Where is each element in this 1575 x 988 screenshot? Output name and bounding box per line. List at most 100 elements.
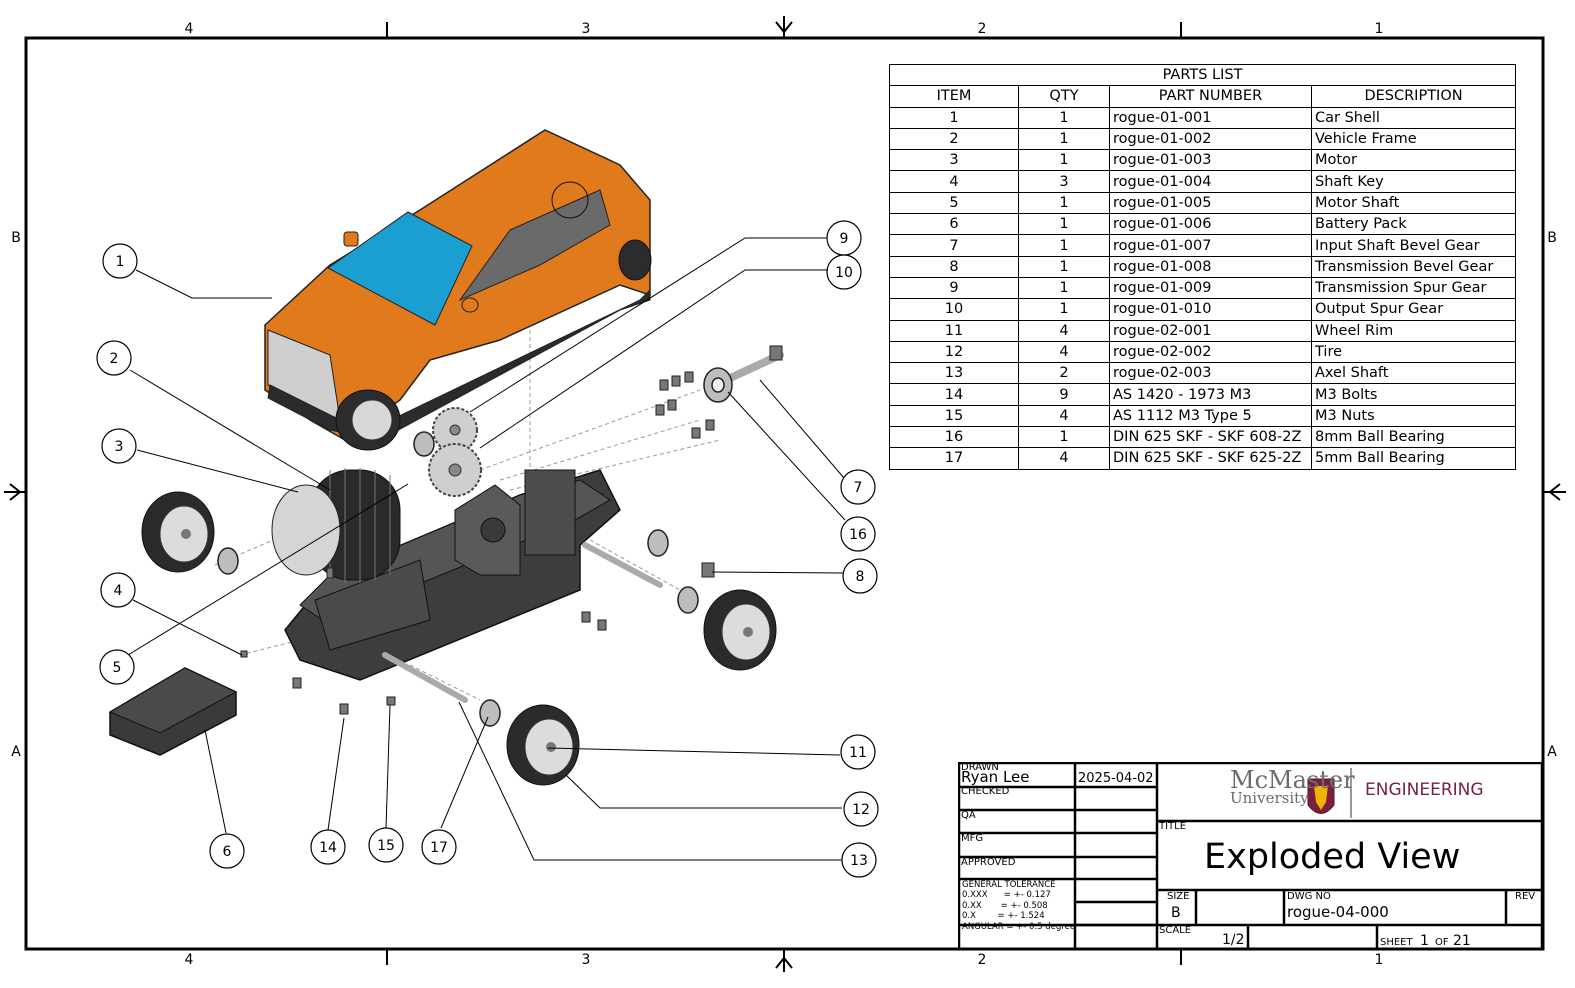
balloon-label: 9: [840, 231, 849, 247]
parts-cell: rogue-01-010: [1109, 298, 1312, 321]
parts-cell: Tire: [1310, 340, 1517, 364]
parts-cell: Output Spur Gear: [1310, 298, 1517, 321]
zone-bottom-4: 4: [185, 952, 194, 968]
size-value: B: [1171, 905, 1181, 921]
parts-cell: rogue-01-009: [1109, 276, 1312, 300]
parts-cell: Axel Shaft: [1310, 362, 1517, 385]
balloon-label: 6: [223, 844, 232, 860]
sheet-number: 1: [1420, 933, 1429, 949]
zone-left-b: B: [11, 230, 21, 246]
balloon-label: 12: [852, 802, 870, 818]
parts-cell: 4: [1018, 404, 1110, 428]
parts-cell: Vehicle Frame: [1310, 127, 1517, 151]
title-label: TITLE: [1159, 821, 1187, 832]
vehicle-frame: [284, 469, 621, 681]
parts-cell: rogue-01-007: [1109, 234, 1312, 257]
balloon-6: 6: [209, 833, 245, 869]
zone-bottom-3: 3: [582, 952, 591, 968]
logo-university: University: [1230, 789, 1309, 807]
parts-list-header-3: DESCRIPTION: [1310, 85, 1517, 108]
parts-cell: Wheel Rim: [1310, 319, 1517, 342]
parts-cell: 4: [1018, 447, 1110, 470]
approved-label: APPROVED: [961, 857, 1016, 868]
parts-cell: 10: [889, 298, 1019, 321]
parts-cell: 5mm Ball Bearing: [1310, 447, 1517, 470]
balloon-5: 5: [99, 649, 135, 685]
dwg-no-value: rogue-04-000: [1287, 903, 1389, 921]
rev-label: REV: [1515, 891, 1536, 902]
scale-label: SCALE: [1159, 925, 1192, 936]
parts-cell: 3: [889, 149, 1019, 172]
parts-cell: 6: [889, 213, 1019, 236]
bearings: [217, 367, 733, 727]
zone-ticks: [4, 16, 1566, 972]
zone-bottom-1: 1: [1375, 952, 1384, 968]
zone-labels: 4 3 2 1 4 3 2 1 B A B A: [11, 21, 1557, 968]
parts-cell: 2: [1018, 362, 1110, 385]
parts-cell: DIN 625 SKF - SKF 625-2Z: [1109, 447, 1312, 470]
balloon-label: 16: [849, 527, 867, 543]
checked-label: CHECKED: [961, 786, 1010, 797]
parts-cell: 7: [889, 234, 1019, 257]
parts-cell: 1: [1018, 276, 1110, 300]
general-tolerance-label: GENERAL TOLERANCE: [962, 880, 1056, 890]
balloon-label: 11: [849, 745, 867, 761]
parts-cell: AS 1112 M3 Type 5: [1109, 404, 1312, 428]
battery-pack: [108, 667, 238, 756]
balloon-label: 14: [319, 840, 337, 856]
fasteners: [240, 345, 783, 715]
tolerance-line-3: 0.X = +- 1.524: [962, 911, 1045, 921]
parts-cell: 12: [889, 340, 1019, 364]
scale-value: 1/2: [1222, 932, 1245, 948]
balloon-9: 9: [826, 220, 862, 256]
parts-cell: 11: [889, 319, 1019, 342]
parts-cell: 17: [889, 447, 1019, 470]
parts-cell: 1: [1018, 149, 1110, 172]
drawn-date: 2025-04-02: [1078, 771, 1154, 786]
parts-cell: 14: [889, 383, 1019, 406]
parts-cell: 1: [1018, 127, 1110, 151]
of-label: OF: [1435, 937, 1449, 948]
balloon-label: 13: [850, 853, 868, 869]
parts-cell: 9: [1018, 383, 1110, 406]
balloon-label: 10: [835, 265, 853, 281]
parts-cell: rogue-01-008: [1109, 255, 1312, 278]
balloon-15: 15: [368, 827, 404, 863]
title-block-grid: [958, 762, 1543, 950]
parts-cell: Shaft Key: [1310, 170, 1517, 193]
balloon-label: 15: [377, 838, 395, 854]
zone-top-4: 4: [185, 21, 194, 37]
parts-cell: DIN 625 SKF - SKF 608-2Z: [1109, 426, 1312, 449]
balloon-11: 11: [840, 734, 876, 770]
zone-left-a: A: [11, 744, 21, 760]
balloon-14: 14: [310, 829, 346, 865]
parts-list-header-1: QTY: [1018, 85, 1110, 108]
balloon-1: 1: [102, 243, 138, 279]
balloon-12: 12: [843, 791, 879, 827]
mfg-label: MFG: [961, 833, 984, 844]
parts-cell: 4: [1018, 319, 1110, 342]
parts-cell: 1: [1018, 298, 1110, 321]
parts-cell: M3 Nuts: [1310, 404, 1517, 428]
parts-cell: rogue-01-003: [1109, 149, 1312, 172]
parts-cell: 1: [1018, 255, 1110, 278]
drawing-title: Exploded View: [1204, 837, 1461, 877]
balloon-2: 2: [96, 340, 132, 376]
sheet-total: 21: [1453, 933, 1471, 949]
